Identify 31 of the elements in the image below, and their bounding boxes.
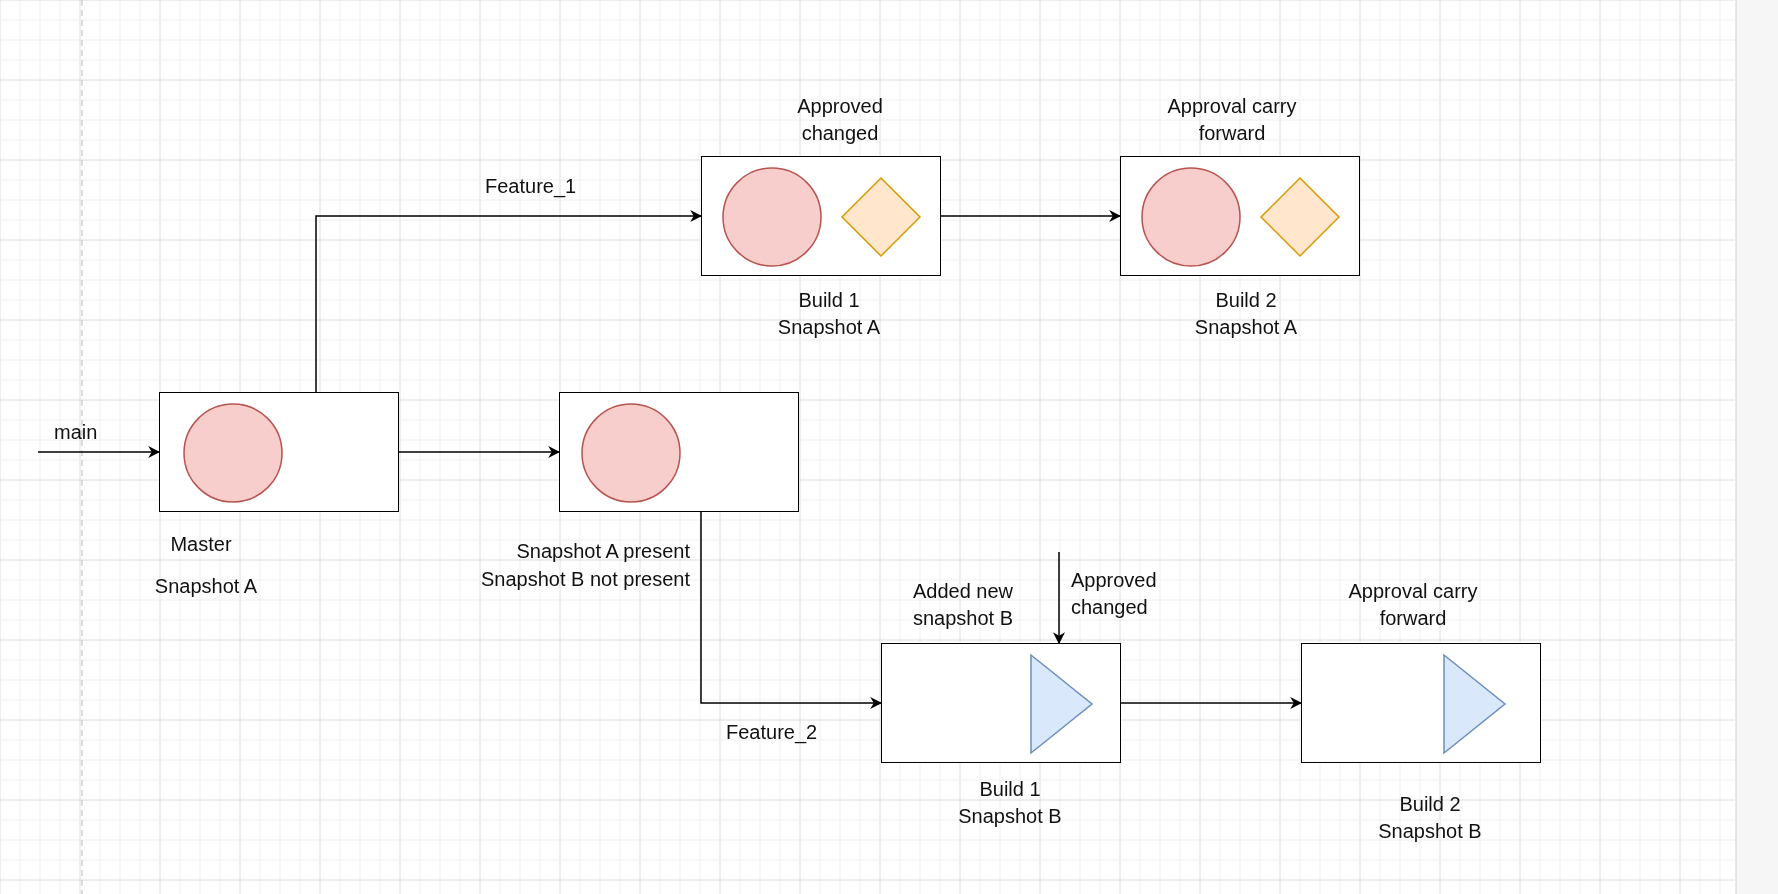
circle-shape [1141,167,1241,267]
caption-text: Snapshot B not present [480,567,690,592]
caption-text: Build 1 Snapshot A [776,288,882,340]
edge-label: main [54,420,98,444]
edge-label: Approved changed [1071,568,1158,620]
triangle-shape [1443,654,1506,754]
circle-shape [183,403,283,503]
arrow [37,446,161,458]
caption-text: Build 2 Snapshot A [1193,288,1299,340]
caption-text: Approved changed [796,94,884,146]
circle-shape [581,403,681,503]
arrow [700,511,883,709]
edge-label: Feature_2 [726,720,818,744]
caption-text: Build 1 Snapshot B [957,777,1063,829]
triangle-shape [1030,654,1093,754]
circle-shape [722,167,822,267]
caption-text: Master [169,532,233,557]
diamond-shape [1260,177,1340,257]
caption-text: Approval carry forward [1347,579,1479,631]
edge-label: Feature_1 [485,174,577,198]
arrow [940,210,1122,222]
arrow [1053,551,1065,645]
arrow [1120,697,1303,709]
caption-text: Snapshot A [153,574,259,599]
arrow [315,210,703,393]
caption-text: Build 2 Snapshot B [1377,792,1483,844]
diamond-shape [841,177,921,257]
caption-text: Approval carry forward [1166,94,1298,146]
caption-text: Added new snapshot B [911,579,1015,631]
arrow [398,446,561,458]
caption-text: Snapshot A present [515,539,690,564]
